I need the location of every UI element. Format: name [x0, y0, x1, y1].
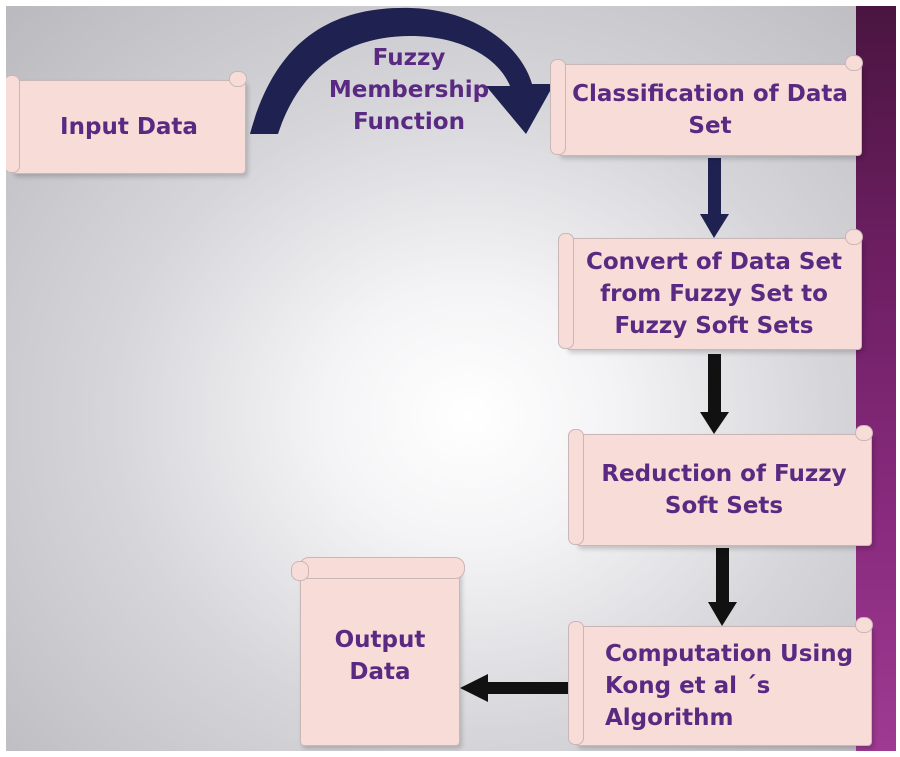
arrow-convert-to-reduction: [700, 354, 729, 434]
classification-box: Classification of Data Set: [550, 55, 863, 156]
input-data-box: Input Data: [6, 71, 247, 174]
computation-label: Computation Using Kong et al ´s Algorith…: [605, 640, 854, 732]
input-data-label: Input Data: [60, 113, 198, 140]
reduction-label: Reduction of Fuzzy Soft Sets: [601, 460, 847, 519]
connector-layer: [250, 7, 737, 702]
slide-background: Input Data Fuzzy Membership Function Cla…: [6, 6, 896, 751]
membership-arc-arrow: [250, 7, 554, 134]
arrow-reduction-to-computation: [708, 548, 737, 626]
convert-box: Convert of Data Set from Fuzzy Set to Fu…: [558, 229, 863, 350]
output-data-label: Output Data: [334, 626, 426, 685]
computation-box: Computation Using Kong et al ´s Algorith…: [568, 617, 873, 746]
reduction-box: Reduction of Fuzzy Soft Sets: [568, 425, 873, 546]
output-data-box: Output Data: [291, 557, 465, 746]
classification-label: Classification of Data Set: [572, 80, 848, 139]
arrow-computation-to-output: [460, 674, 572, 702]
membership-function-label: Fuzzy Membership Function: [328, 45, 490, 136]
arrow-classification-to-convert: [700, 158, 729, 238]
convert-label: Convert of Data Set from Fuzzy Set to Fu…: [585, 248, 843, 340]
